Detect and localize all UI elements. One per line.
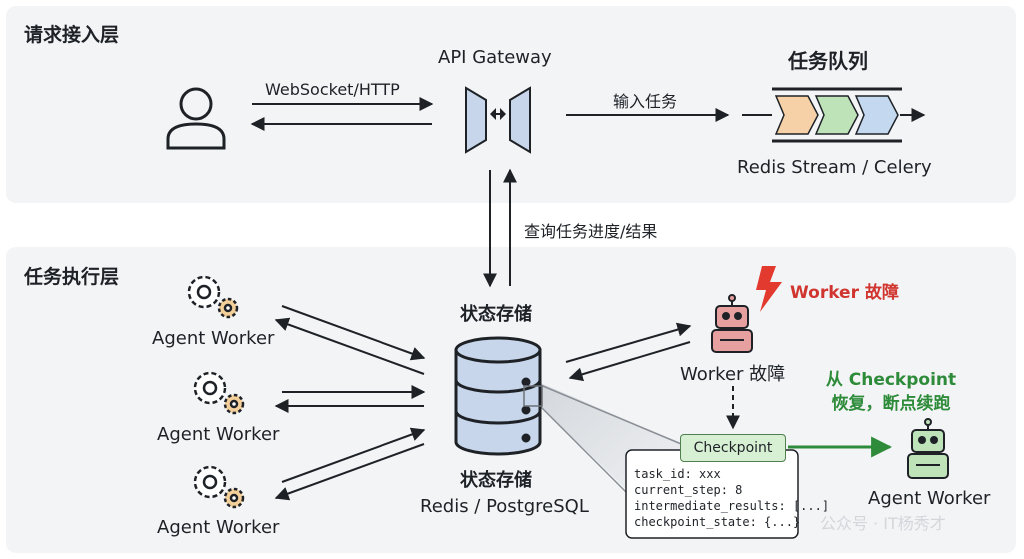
ws-http-label: WebSocket/HTTP (265, 80, 400, 99)
gateway-title: API Gateway (438, 47, 552, 68)
request-layer-title: 请求接入层 (24, 24, 120, 46)
failed-worker-label: Worker 故障 (680, 364, 786, 385)
user-icon (166, 87, 226, 150)
state-store-subtitle-tech: Redis / PostgreSQL (420, 496, 589, 517)
checkpoint-field-state: checkpoint_state: {...} (634, 515, 801, 529)
recovered-worker-label: Agent Worker (868, 488, 991, 509)
robot-icon-recovered (907, 418, 949, 479)
lightning-icon (756, 266, 782, 312)
checkpoint-field-task-id: task_id: xxx (634, 467, 721, 481)
arrow-worker1-to-store (281, 305, 426, 361)
database-icon (454, 336, 542, 456)
gears-icon (193, 465, 245, 509)
arrow-failed-worker-to-store (568, 341, 691, 382)
agent-worker-label-2: Agent Worker (157, 424, 280, 445)
robot-icon-failed (711, 294, 753, 353)
gears-icon (187, 275, 239, 319)
execution-layer-title: 任务执行层 (24, 266, 120, 288)
state-store-title: 状态存储 (460, 304, 532, 325)
checkpoint-fields: task_id: xxx current_step: 8 intermediat… (634, 466, 829, 530)
arrow-store-to-worker3 (274, 443, 425, 501)
checkpoint-label: Checkpoint (680, 434, 786, 462)
checkpoint-field-intermediate: intermediate_results: [...] (634, 499, 830, 513)
input-task-label: 输入任务 (613, 92, 678, 111)
arrow-store-to-failed-worker (565, 322, 692, 363)
state-store-subtitle-title: 状态存储 (460, 470, 532, 491)
agent-worker-label-3: Agent Worker (157, 517, 280, 538)
agent-worker-label-1: Agent Worker (152, 328, 275, 349)
arrow-worker3-to-store (281, 427, 426, 483)
task-queue-icon (742, 87, 926, 143)
recovery-label: 从 Checkpoint 恢复，断点续跑 (816, 368, 966, 416)
query-progress-label: 查询任务进度/结果 (524, 222, 658, 241)
task-queue-subtitle: Redis Stream / Celery (737, 157, 932, 178)
gears-icon (193, 371, 245, 415)
recovery-line-2: 恢复，断点续跑 (831, 394, 951, 414)
checkpoint-field-current-step: current_step: 8 (634, 483, 743, 497)
failure-alert: Worker 故障 (790, 283, 899, 303)
recovery-line-1: 从 Checkpoint (825, 370, 957, 390)
checkpoint-highlight-box (523, 385, 543, 407)
arrow-store-to-worker1 (274, 317, 425, 375)
watermark: 公众号 · IT杨秀才 (820, 514, 946, 533)
task-queue-title: 任务队列 (788, 49, 868, 73)
gateway-icon (465, 86, 531, 154)
